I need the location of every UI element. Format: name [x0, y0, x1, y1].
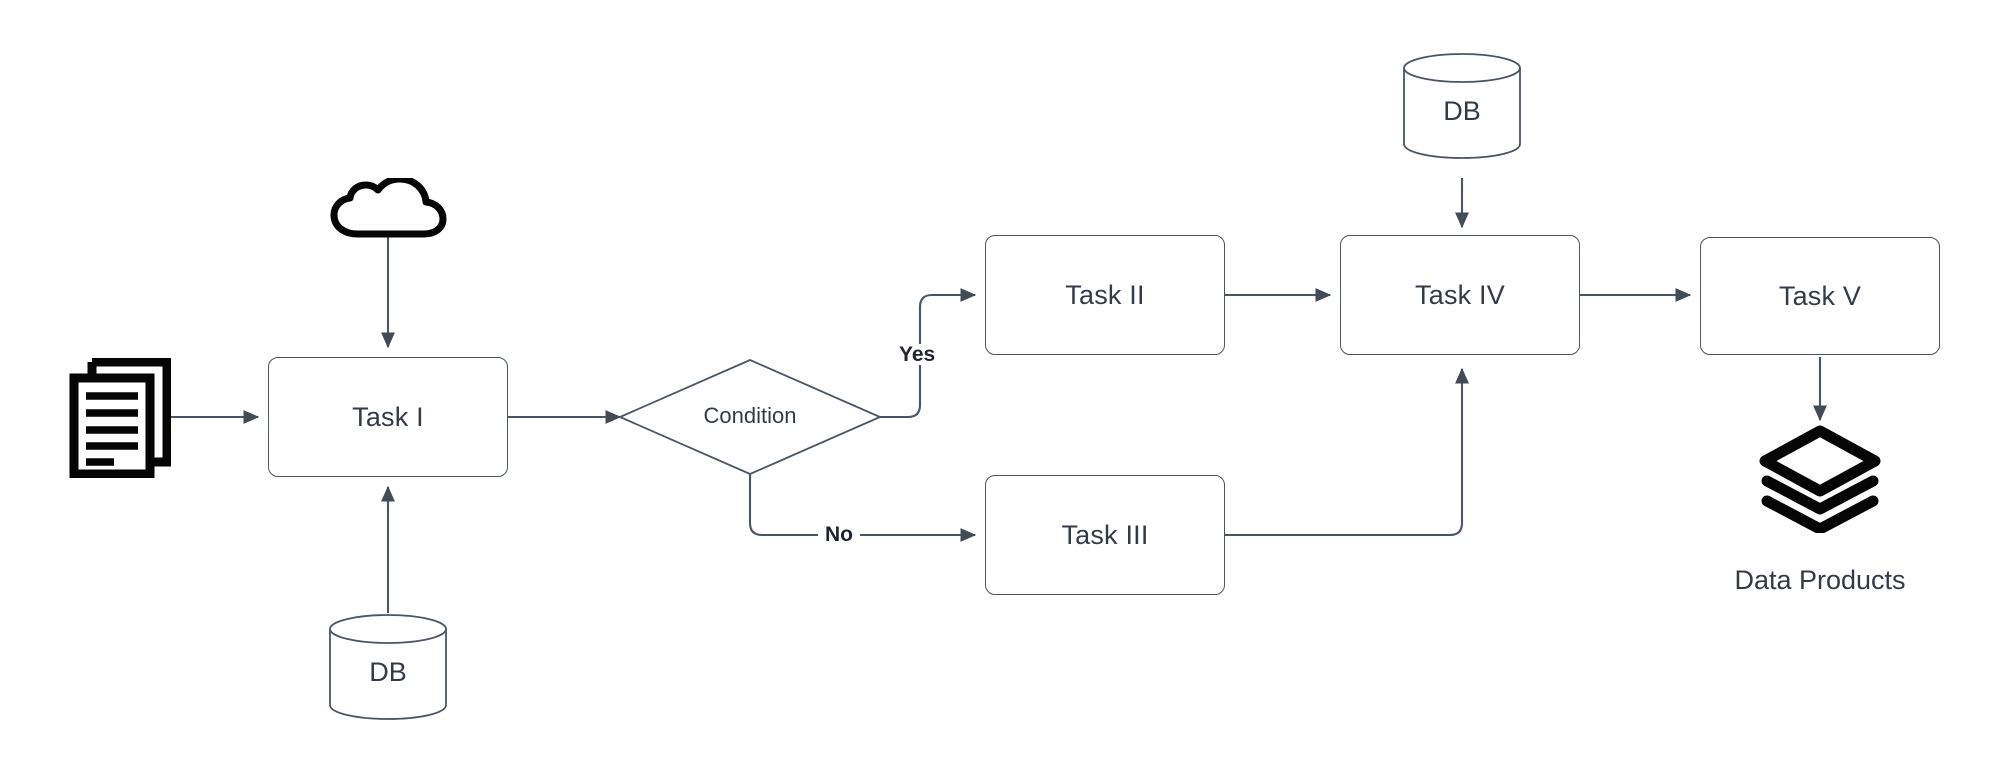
- task-node-4[interactable]: Task IV: [1340, 235, 1580, 355]
- data-products-caption: Data Products: [1734, 565, 1906, 595]
- cloud-icon: [328, 175, 448, 240]
- task-3-label: Task III: [1061, 519, 1149, 550]
- task-2-label: Task II: [1065, 279, 1145, 310]
- edge-task3-to-task4: [1225, 367, 1469, 537]
- layers-stack-icon: [1757, 425, 1883, 535]
- edge-label-no: No: [818, 524, 860, 545]
- task-node-3[interactable]: Task III: [985, 475, 1225, 595]
- task-node-2[interactable]: Task II: [985, 235, 1225, 355]
- database-cylinder-icon-bottom-left: DB: [328, 613, 448, 721]
- condition-label: Condition: [703, 403, 797, 428]
- database-cylinder-icon-top-right: DB: [1402, 52, 1522, 160]
- db-bottom-left-label: DB: [369, 657, 407, 687]
- task-4-label: Task IV: [1415, 279, 1505, 310]
- task-5-label: Task V: [1778, 280, 1862, 311]
- task-node-5[interactable]: Task V: [1700, 237, 1940, 355]
- db-top-right-label: DB: [1443, 96, 1481, 126]
- task-node-1[interactable]: Task I: [268, 357, 508, 477]
- task-1-label: Task I: [352, 401, 424, 432]
- edge-condition-to-task3: [748, 467, 977, 542]
- edge-label-yes: Yes: [892, 344, 943, 365]
- documents-icon: [66, 357, 172, 479]
- condition-diamond-shape: [617, 359, 883, 475]
